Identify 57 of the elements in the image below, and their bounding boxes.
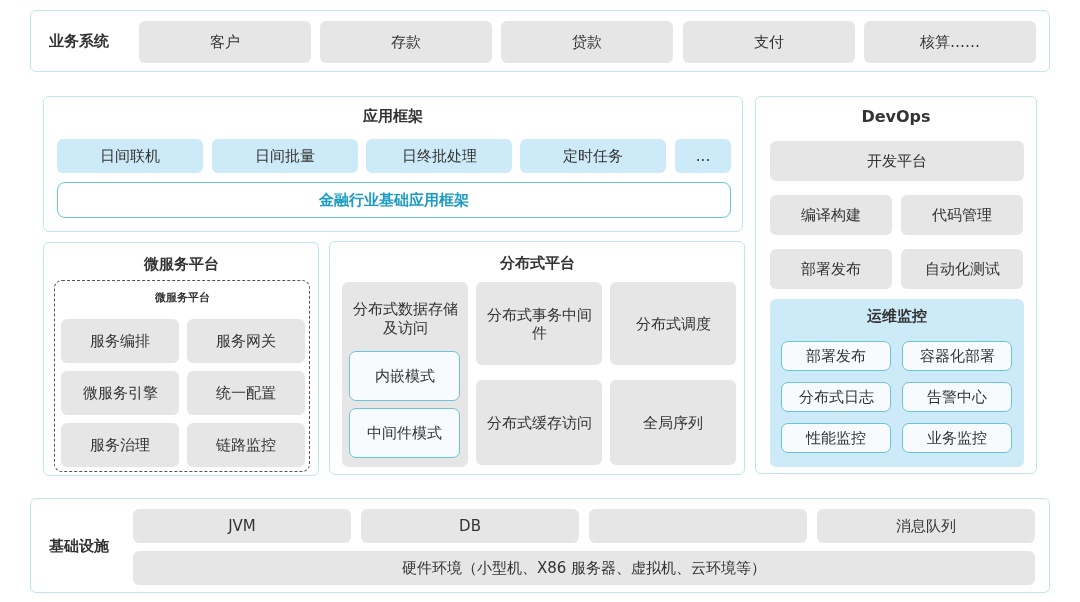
module-box: 性能监控 <box>781 423 891 453</box>
empty-box <box>589 509 807 543</box>
module-box: 全局序列 <box>610 380 736 465</box>
panel-title: 分布式平台 <box>498 254 576 273</box>
module-box: 服务治理 <box>61 423 179 467</box>
module-box: 中间件模式 <box>349 408 460 458</box>
layer-band <box>30 498 1050 593</box>
module-box: 分布式调度 <box>610 282 736 365</box>
module-box: 分布式事务中间件 <box>476 282 602 365</box>
panel-title: 分布式数据存储及访问 <box>351 300 459 338</box>
module-box: 自动化测试 <box>901 249 1023 289</box>
module-box: 服务网关 <box>187 319 305 363</box>
module-box: 服务编排 <box>61 319 179 363</box>
panel-title: DevOps <box>860 107 932 126</box>
module-box: 分布式缓存访问 <box>476 380 602 465</box>
module-box: 编译构建 <box>770 195 892 235</box>
module-box: 微服务引擎 <box>61 371 179 415</box>
panel-title: 应用框架 <box>362 107 424 126</box>
module-box: 存款 <box>320 21 492 63</box>
panel-title: 基础设施 <box>49 537 109 556</box>
module-box: DB <box>361 509 579 543</box>
module-box: 日间联机 <box>57 139 203 173</box>
module-box: 消息队列 <box>817 509 1035 543</box>
module-box: 支付 <box>683 21 855 63</box>
module-box: 开发平台 <box>770 141 1024 181</box>
module-box: 贷款 <box>501 21 673 63</box>
module-box: 日终批处理 <box>366 139 512 173</box>
layer-panel <box>43 242 319 476</box>
module-box: 容器化部署 <box>902 341 1012 371</box>
module-box: 客户 <box>139 21 311 63</box>
panel-title: 业务系统 <box>49 32 109 51</box>
module-box: 部署发布 <box>781 341 891 371</box>
panel-title: 运维监控 <box>866 307 928 326</box>
layer-panel <box>43 96 743 232</box>
module-box <box>342 282 468 467</box>
module-box: 告警中心 <box>902 382 1012 412</box>
module-box: 内嵌模式 <box>349 351 460 401</box>
layer-panel <box>755 96 1037 474</box>
group-panel <box>54 280 310 472</box>
module-box: 核算…… <box>864 21 1036 63</box>
module-box: ... <box>675 139 731 173</box>
panel-title: 微服务平台 <box>142 255 220 274</box>
module-box: 日间批量 <box>212 139 358 173</box>
module-box: 统一配置 <box>187 371 305 415</box>
layer-band <box>30 10 1050 72</box>
module-box: 链路监控 <box>187 423 305 467</box>
module-box: 代码管理 <box>901 195 1023 235</box>
group-panel <box>770 299 1024 467</box>
layer-panel <box>329 241 745 475</box>
panel-title: 微服务平台 <box>153 290 211 305</box>
module-box: 硬件环境（小型机、X86 服务器、虚拟机、云环境等） <box>133 551 1035 585</box>
module-box: 部署发布 <box>770 249 892 289</box>
framework-bar: 金融行业基础应用框架 <box>57 182 731 218</box>
module-box: JVM <box>133 509 351 543</box>
module-box: 业务监控 <box>902 423 1012 453</box>
module-box: 分布式日志 <box>781 382 891 412</box>
module-box: 定时任务 <box>520 139 666 173</box>
